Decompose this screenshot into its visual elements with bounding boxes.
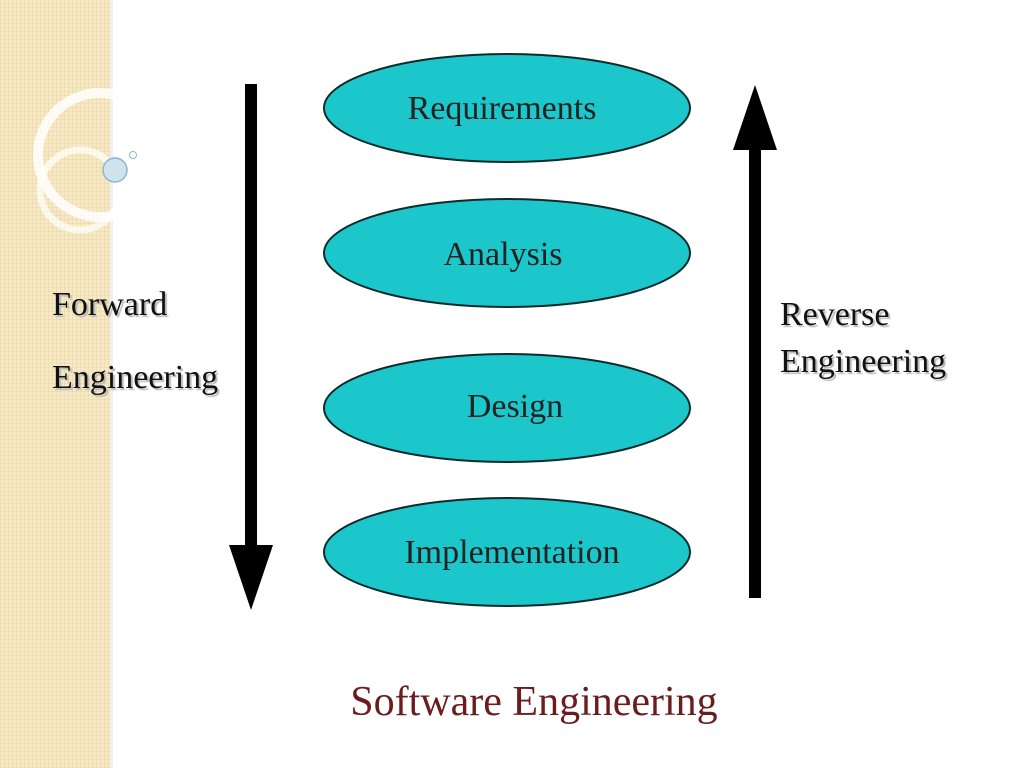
stage-requirements: Requirements <box>323 53 691 163</box>
large-ring-decoration <box>33 88 167 222</box>
stage-ellipse <box>323 53 691 163</box>
reverse-arrow <box>733 85 777 598</box>
stage-label: Implementation <box>404 534 619 571</box>
reverse-label-line2: Engineering <box>780 343 947 380</box>
diagram-caption: Software Engineering <box>350 679 718 725</box>
reverse-label-line1: Reverse <box>780 296 890 333</box>
stage-ellipse <box>323 497 691 607</box>
stage-label: Requirements <box>408 90 597 127</box>
forward-arrow <box>229 84 273 610</box>
tiny-bubble-decoration <box>129 151 137 159</box>
forward-label-line1: Forward <box>52 286 168 323</box>
stage-ellipse <box>323 353 691 463</box>
side-band-edge <box>110 0 113 768</box>
stage-label: Design <box>467 388 563 425</box>
stage-ellipse <box>323 198 691 308</box>
blue-bubble-decoration <box>102 157 128 183</box>
stage-label: Analysis <box>444 236 563 273</box>
stage-implementation: Implementation <box>323 497 691 607</box>
small-ring-decoration <box>36 146 124 234</box>
stage-design: Design <box>323 353 691 463</box>
stage-analysis: Analysis <box>323 198 691 308</box>
forward-label-line2: Engineering <box>52 359 219 396</box>
decorative-side-band <box>0 0 113 768</box>
